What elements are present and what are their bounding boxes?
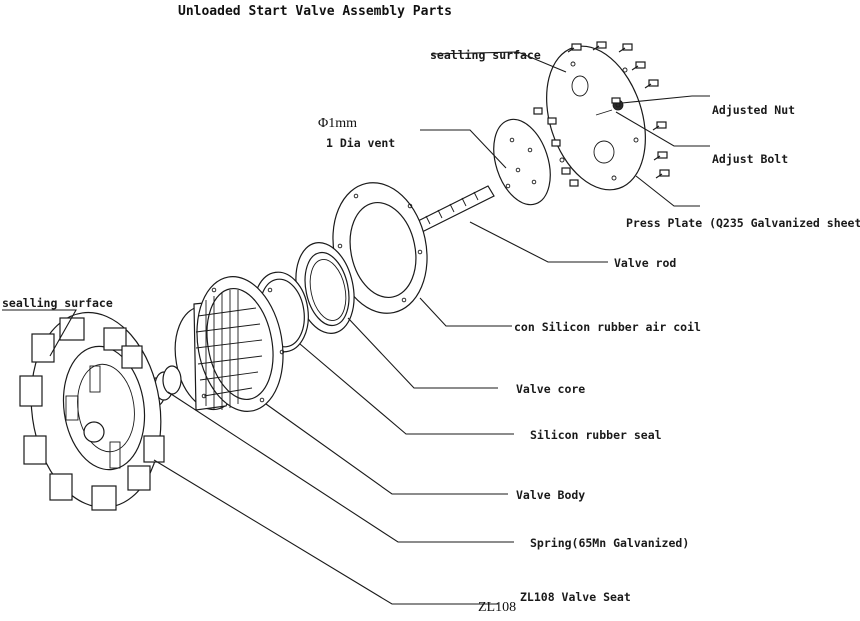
label-vent: 1 Dia vent — [326, 136, 396, 150]
label-adjusted-nut: Adjusted Nut — [712, 103, 796, 117]
bolts — [527, 41, 670, 187]
label-sealing-surface-top: sealling surface — [430, 48, 541, 62]
label-air-coil: con Silicon rubber air coil — [514, 320, 701, 334]
label-valve-seat: ZL108 Valve Seat — [520, 590, 631, 604]
label-spring: Spring(65Mn Galvanized) — [530, 536, 690, 550]
label-press-plate: Press Plate (Q235 Galvanized sheet — [626, 216, 860, 230]
label-zl108: ZL108 — [478, 600, 517, 615]
label-valve-body: Valve Body — [516, 488, 586, 502]
vent-disc — [493, 118, 551, 206]
label-rubber-seal: Silicon rubber seal — [530, 428, 662, 442]
label-adjust-bolt: Adjust Bolt — [712, 152, 789, 166]
press-plate — [546, 45, 646, 191]
label-sealing-surface-left: sealling surface — [2, 296, 113, 310]
label-valve-core: Valve core — [516, 382, 586, 396]
valve-core — [295, 242, 355, 334]
label-vent-diameter: Φ1mm — [318, 116, 358, 131]
valve-rod — [415, 185, 495, 233]
valve-seat — [19, 311, 165, 511]
valve-body — [174, 276, 285, 412]
adjust-bolt-part — [595, 109, 613, 116]
diagram-title: Unloaded Start Valve Assembly Parts — [178, 4, 452, 19]
label-valve-rod: Valve rod — [614, 256, 677, 270]
flange-ring — [332, 182, 428, 314]
leader-lines — [2, 51, 710, 605]
